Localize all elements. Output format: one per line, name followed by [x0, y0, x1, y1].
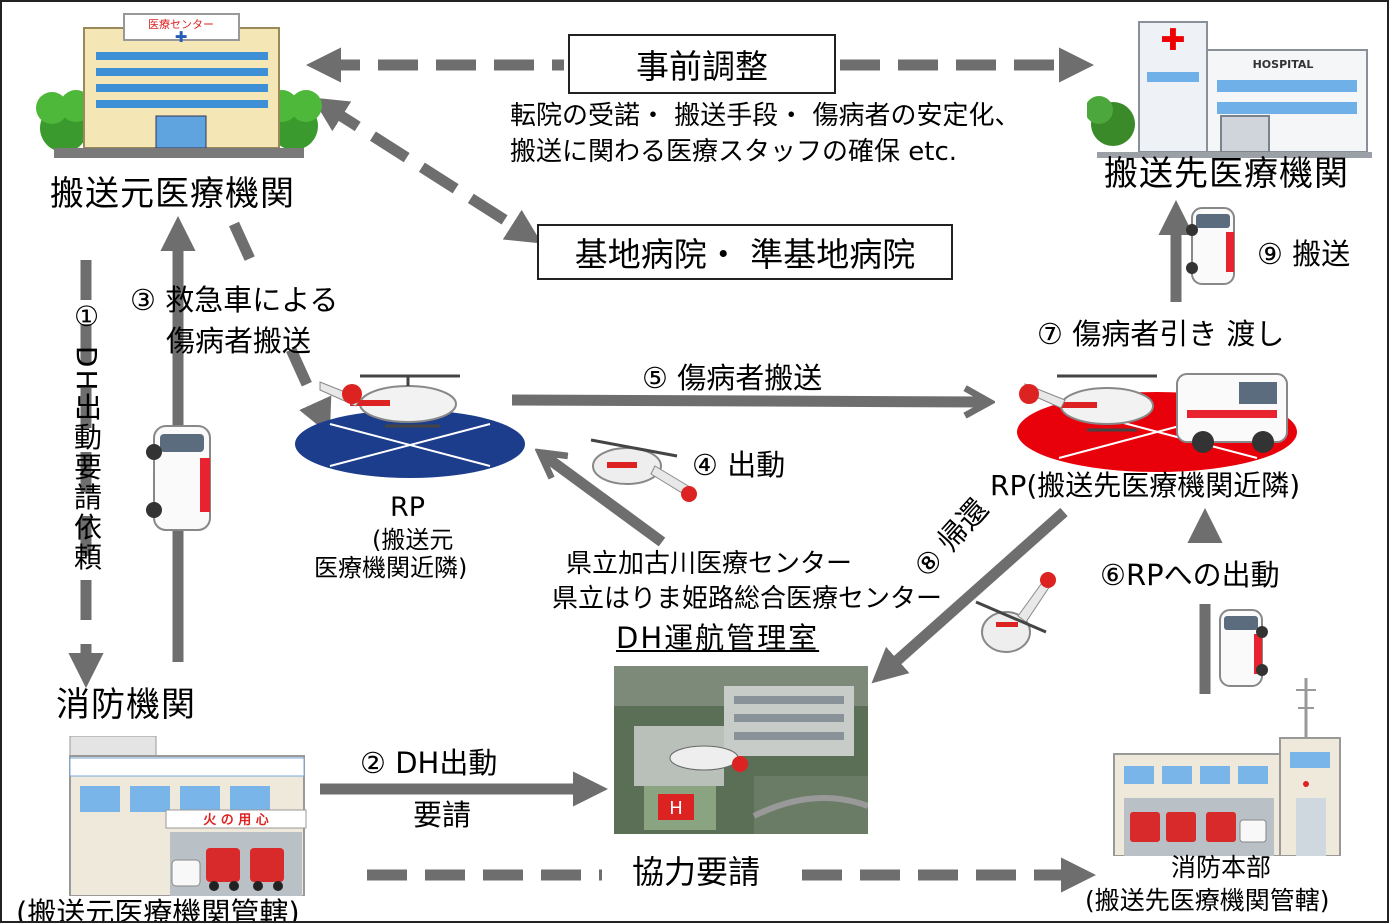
- fire-hq-sub-label: (搬送先医療機関管轄): [1085, 886, 1330, 915]
- helicopter-icon-dest: [1019, 374, 1157, 432]
- dest-hospital-icon: ✚ HOSPITAL: [1087, 21, 1372, 158]
- helicopter-icon-step4: [590, 438, 697, 502]
- svg-text:✚: ✚: [175, 28, 188, 46]
- rp-origin-label-2: (搬送元: [372, 526, 454, 554]
- step2-label-line1: ② DH出動: [360, 746, 498, 780]
- center1-label: 県立加古川医療センター: [566, 549, 853, 579]
- rp-origin-label-3: 医療機関近隣): [314, 554, 468, 582]
- dh-office-label: DH運航管理室: [616, 621, 820, 655]
- helicopter-icon-origin: [319, 374, 460, 428]
- step6-label: ⑥RPへの出動: [1100, 558, 1280, 592]
- base-hospital-arrow: [312, 97, 542, 244]
- dest-hospital-sign: HOSPITAL: [1253, 58, 1314, 71]
- svg-text:H: H: [669, 798, 683, 819]
- step1-label: ① DH出動要請依頼: [70, 300, 103, 573]
- heliport-photo-icon: H: [614, 666, 868, 834]
- base-hospital-box: 基地病院・ 準基地病院: [537, 224, 953, 280]
- step7-label: ⑦ 傷病者引き 渡し: [1037, 317, 1285, 351]
- helicopter-icon-return: [975, 572, 1056, 653]
- step9-label: ⑨ 搬送: [1257, 237, 1351, 271]
- landing-pad-origin-icon: [295, 374, 525, 478]
- origin-hospital-icon: 医療センター ✚: [36, 13, 322, 158]
- step8-arrow: [871, 507, 1068, 684]
- fire-agency-label: 消防機関: [56, 685, 196, 725]
- dest-hospital-label: 搬送先医療機関: [1104, 154, 1349, 194]
- ambulance-icon-origin: [146, 425, 211, 531]
- coop-label: 協力要請: [632, 853, 761, 891]
- svg-text:✚: ✚: [1160, 23, 1185, 58]
- fire-station-icon-origin: 火 の 用 心: [69, 736, 307, 896]
- ambulance-icon-dest: [1186, 207, 1235, 285]
- ambulance-icon-hq: [1219, 609, 1268, 687]
- ambulance-icon-dest-pad: [1176, 373, 1288, 453]
- origin-hospital-sign: 医療センター: [148, 17, 214, 31]
- step4-arrow: [542, 454, 666, 547]
- center2-label: 県立はりま姫路総合医療センター: [552, 584, 943, 614]
- rp-origin-label-1: RP: [390, 492, 426, 523]
- step3-label-line2: 傷病者搬送: [166, 324, 312, 358]
- step2-label-line2: 要請: [413, 798, 472, 832]
- fire-agency-sub-label: (搬送元医療機関管轄): [16, 896, 300, 923]
- prior-detail-line1: 転院の受諾・ 搬送手段・ 傷病者の安定化、: [510, 101, 1021, 131]
- fire-hq-label: 消防本部: [1171, 853, 1272, 882]
- origin-hospital-label: 搬送元医療機関: [50, 174, 295, 214]
- step3-arrow-pad: [228, 221, 332, 435]
- step5-label: ⑤ 傷病者搬送: [642, 361, 823, 395]
- step4-label: ④ 出動: [692, 448, 786, 482]
- step5-arrow: [511, 400, 987, 402]
- prior-adjust-box: 事前調整: [568, 34, 836, 94]
- fire-station-icon-hq: [1113, 678, 1341, 856]
- step3-label-line1: ③ 救急車による: [130, 283, 339, 317]
- rp-dest-label: RP(搬送先医療機関近隣): [990, 469, 1301, 502]
- fire-station-sign: 火 の 用 心: [203, 813, 269, 828]
- prior-detail-line2: 搬送に関わる医療スタッフの確保 etc.: [510, 137, 958, 167]
- landing-pad-dest-icon: [1017, 373, 1297, 472]
